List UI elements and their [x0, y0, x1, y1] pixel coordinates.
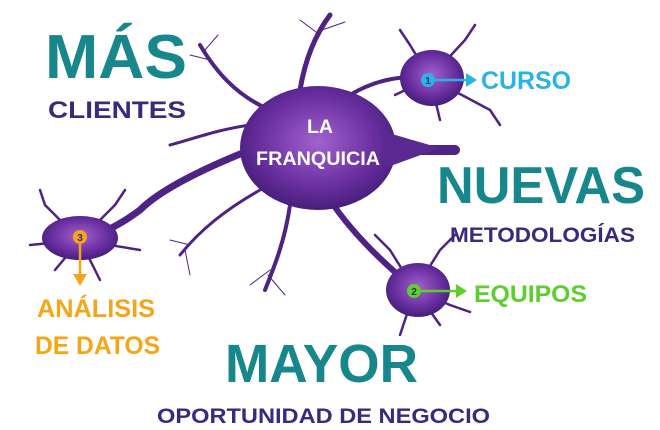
analisis-label-line2: DE DATOS — [35, 332, 160, 360]
main-neuron-axon — [385, 132, 440, 168]
number-badge-text: 1 — [425, 76, 431, 87]
arrow-down-icon — [73, 244, 87, 286]
number-badge — [421, 73, 435, 87]
mas-title: MÁS — [45, 23, 187, 92]
mas-subtitle: CLIENTES — [48, 97, 186, 124]
node-curso: 1 CURSO — [421, 67, 571, 95]
node-equipos: 2 EQUIPOS — [407, 281, 587, 308]
number-badge-text: 2 — [411, 287, 417, 298]
equipos-label: EQUIPOS — [474, 281, 587, 308]
number-badge-text: 3 — [77, 233, 83, 244]
arrow-right-icon — [421, 284, 467, 298]
node-analisis: 3 ANÁLISIS DE DATOS — [35, 230, 160, 360]
main-neuron-body — [240, 86, 396, 210]
mayor-subtitle: OPORTUNIDAD DE NEGOCIO — [157, 405, 490, 428]
number-badge — [73, 230, 87, 244]
mayor-title: MAYOR — [225, 334, 418, 394]
curso-label: CURSO — [481, 67, 571, 95]
analisis-label-line1: ANÁLISIS — [37, 294, 155, 323]
nuevas-title: NUEVAS — [437, 157, 645, 215]
center-label-line1: LA — [307, 117, 333, 138]
center-label-line2: FRANQUICIA — [256, 149, 380, 170]
number-badge — [407, 284, 421, 298]
arrow-right-icon — [435, 73, 477, 87]
nuevas-subtitle: METODOLOGÍAS — [450, 224, 635, 247]
